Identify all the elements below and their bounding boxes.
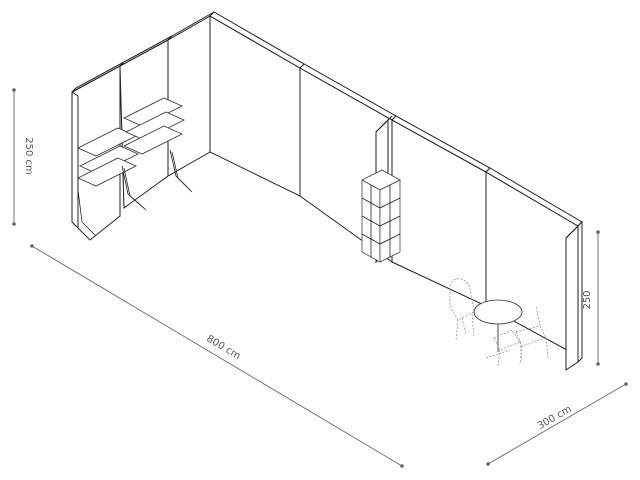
long-side-wall bbox=[209, 11, 583, 357]
dimension-height-right: 250 bbox=[582, 230, 600, 366]
right-end-wall bbox=[565, 220, 583, 371]
shelving-unit bbox=[77, 97, 193, 237]
dimension-height-left: 250 cm bbox=[12, 88, 34, 226]
height-left-label: 250 cm bbox=[23, 137, 34, 175]
table-and-chairs bbox=[449, 278, 549, 367]
length-label: 800 cm bbox=[204, 334, 242, 363]
back-wall-corner-segment bbox=[167, 11, 215, 177]
dimension-depth: 300 cm bbox=[486, 382, 628, 466]
height-right-label: 250 bbox=[582, 290, 593, 309]
cube-display bbox=[361, 169, 401, 263]
dimension-length: 800 cm bbox=[30, 244, 404, 468]
